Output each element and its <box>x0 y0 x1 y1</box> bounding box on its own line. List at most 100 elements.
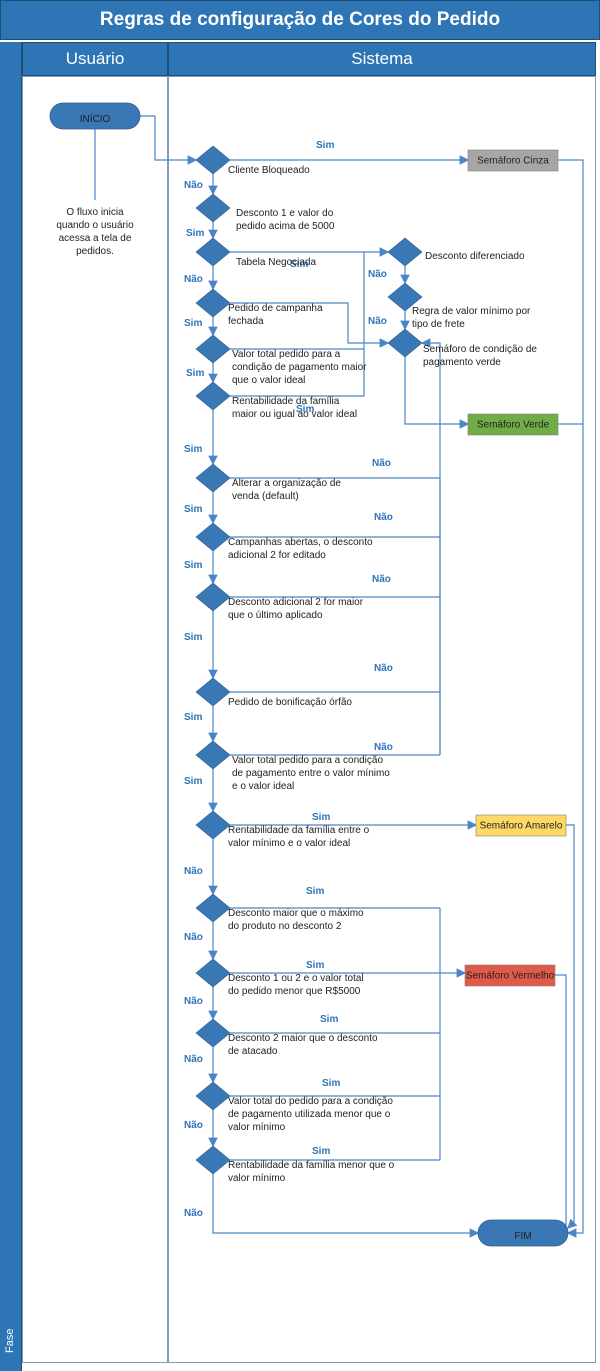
semaphore-red-label: Semáforo Vermelho <box>466 971 555 982</box>
edge-label-3: Não <box>184 274 203 285</box>
side-decision-label-0: Desconto diferenciado <box>425 251 525 262</box>
semaphore-green <box>467 413 559 436</box>
edge-label-1: Não <box>184 180 203 191</box>
end-node <box>477 1219 569 1247</box>
semaphore-yellow-label: Semáforo Amarelo <box>480 821 563 832</box>
yellow-to-end <box>566 824 578 1229</box>
edge-label-29: Não <box>184 1208 203 1219</box>
edge-label-11: Sim <box>184 560 202 571</box>
edge-label-14: Não <box>374 663 393 674</box>
side-2-to-green <box>404 357 470 429</box>
edge-label-7: Sim <box>184 444 202 455</box>
edge-label-9: Sim <box>184 504 202 515</box>
edge-label-16: Não <box>374 742 393 753</box>
semaphore-gray <box>467 149 559 172</box>
edge-label-24: Sim <box>320 1014 338 1025</box>
decision-label-2: Tabela Negociada <box>236 257 316 268</box>
red-to-end <box>555 974 567 1228</box>
semaphore-red <box>464 964 556 987</box>
side-decision-0 <box>387 237 423 267</box>
edge-label-20: Sim <box>306 886 324 897</box>
side-0-no-label: Não <box>368 269 387 280</box>
decision-15 <box>195 1081 231 1111</box>
end-node-label: FIM <box>514 1231 531 1242</box>
start-node <box>49 102 141 130</box>
edge-label-28: Sim <box>312 1146 330 1157</box>
side-1-no-label: Não <box>368 316 387 327</box>
decision-label-0: Cliente Bloqueado <box>228 165 310 176</box>
edge-label-15: Sim <box>184 712 202 723</box>
edge-label-21: Não <box>184 932 203 943</box>
lane-system <box>168 76 596 1363</box>
edge-label-12: Não <box>372 574 391 585</box>
edge-label-4: Sim <box>184 318 202 329</box>
decision-10 <box>195 740 231 770</box>
semaphore-gray-label: Semáforo Cinza <box>477 156 549 167</box>
lane-header-system: Sistema <box>168 42 596 76</box>
decision-12 <box>195 893 231 923</box>
edge-label-10: Não <box>374 512 393 523</box>
decision-5 <box>195 381 231 411</box>
edge-label-13: Sim <box>184 632 202 643</box>
edge-label-27: Não <box>184 1120 203 1131</box>
phase-strip: Fase <box>0 42 22 1371</box>
edge-label-8: Não <box>372 458 391 469</box>
decision-11 <box>195 810 231 840</box>
edge-label-25: Não <box>184 1054 203 1065</box>
semaphore-green-label: Semáforo Verde <box>477 420 550 431</box>
decision-9 <box>195 677 231 707</box>
edge-label-0: Sim <box>316 140 334 151</box>
decision-1 <box>195 193 231 223</box>
decision-2 <box>195 237 231 267</box>
side-decision-1 <box>387 282 423 312</box>
edge-label-2: Sim <box>186 228 204 239</box>
edge-label-5: Sim <box>186 368 204 379</box>
d2-yes-label: Sim <box>290 259 308 270</box>
decision-14 <box>195 1018 231 1048</box>
edge-label-18: Sim <box>312 812 330 823</box>
decision-3 <box>195 288 231 318</box>
side-decision-2 <box>387 328 423 358</box>
decision-8 <box>195 582 231 612</box>
decision-4 <box>195 334 231 364</box>
decision-6 <box>195 463 231 493</box>
semaphore-yellow <box>475 814 567 837</box>
start-node-label: INÍCIO <box>80 112 111 125</box>
edge-label-22: Sim <box>306 960 324 971</box>
decision-0 <box>195 145 231 175</box>
d3-to-side <box>230 302 390 348</box>
decision-7 <box>195 522 231 552</box>
edge-label-26: Sim <box>322 1078 340 1089</box>
edge-label-6: Sim <box>296 404 314 415</box>
gray-to-end <box>558 159 584 1238</box>
green-merge-to-side <box>420 338 441 755</box>
diagram-title: Regras de configuração de Cores do Pedid… <box>0 0 600 40</box>
edge-label-19: Não <box>184 866 203 877</box>
d5-merge <box>230 349 365 397</box>
start-to-decision <box>140 115 198 165</box>
lane-header-user: Usuário <box>22 42 168 76</box>
edge-label-23: Não <box>184 996 203 1007</box>
last-no-to-end <box>212 1174 480 1238</box>
lane-user <box>22 76 168 1363</box>
decision-13 <box>195 958 231 988</box>
decision-16 <box>195 1145 231 1175</box>
